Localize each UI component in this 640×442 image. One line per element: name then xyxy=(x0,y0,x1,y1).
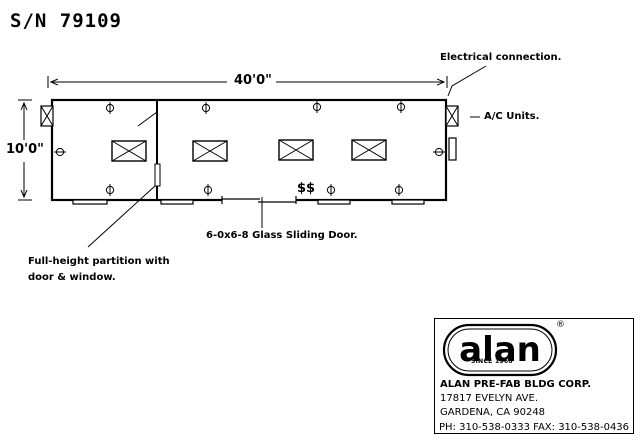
electrical-panel xyxy=(448,137,457,161)
logo-text: alan xyxy=(459,330,541,370)
sliding-door-label: 6-0x6-8 Glass Sliding Door. xyxy=(206,230,358,241)
cost-mark: $$ xyxy=(297,181,316,196)
length-dimension: 40'0" xyxy=(234,73,272,88)
partition-label-line2: door & window. xyxy=(28,272,116,283)
registered-mark: ® xyxy=(556,320,565,330)
building-outline xyxy=(50,98,448,202)
sliding-door xyxy=(221,196,297,204)
leader-lines xyxy=(87,65,487,248)
serial-number: S/N 79109 xyxy=(10,10,122,32)
company-phone: PH: 310-538-0333 FAX: 310-538-0436 xyxy=(439,422,630,433)
width-dimension-line xyxy=(18,99,32,201)
partition-label-line1: Full-height partition with xyxy=(28,256,170,267)
light-fixtures xyxy=(111,139,387,162)
alan-logo: alan xyxy=(442,323,558,377)
electrical-connection-label: Electrical connection. xyxy=(440,52,562,63)
logo-since: SINCE 1966 xyxy=(471,358,513,365)
ac-unit-left xyxy=(40,105,54,127)
company-name: ALAN PRE-FAB BLDG CORP. xyxy=(440,379,592,390)
width-dimension: 10'0" xyxy=(6,142,44,157)
title-block: alan SINCE 1966 ® ALAN PRE-FAB BLDG CORP… xyxy=(434,318,634,434)
ac-unit-right xyxy=(445,105,459,127)
window-markers xyxy=(72,199,425,205)
company-address-line2: GARDENA, CA 90248 xyxy=(440,407,546,418)
length-dimension-line xyxy=(47,76,448,88)
partition-wall xyxy=(137,100,161,200)
company-address-line1: 17817 EVELYN AVE. xyxy=(440,393,539,404)
ac-units-label: A/C Units. xyxy=(484,111,540,122)
